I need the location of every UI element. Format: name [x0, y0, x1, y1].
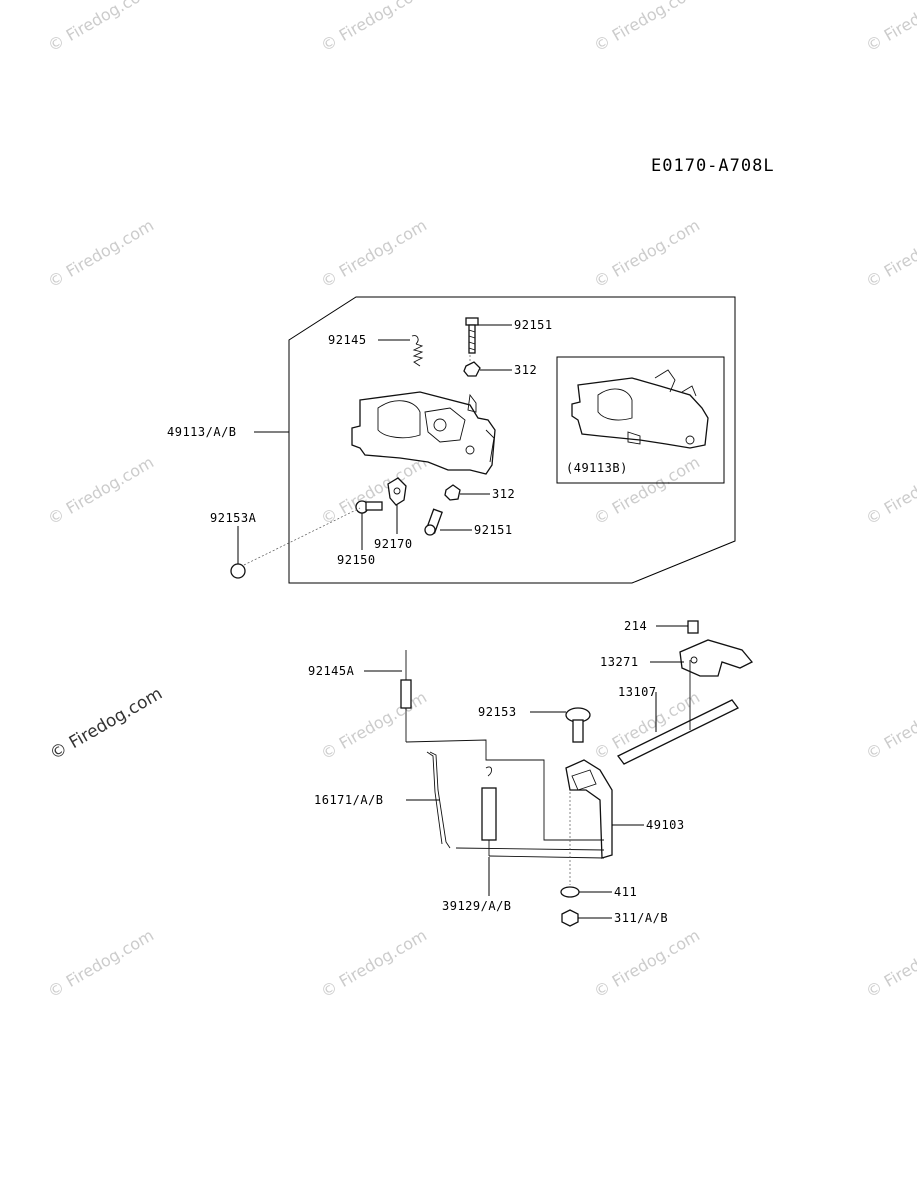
shaft-13107 [617, 660, 739, 765]
bolt-92150 [355, 500, 383, 514]
watermark: © Firedog.com [318, 0, 431, 55]
watermark: © Firedog.com [45, 216, 158, 292]
spring-39129 [455, 766, 605, 859]
watermark: © Firedog.com [45, 926, 158, 1002]
nut-312-bottom [444, 484, 461, 501]
watermark: © Firedog.com [318, 453, 431, 529]
upper-assembly-outline [288, 296, 736, 584]
control-plate [351, 391, 496, 475]
diagram-code: E0170-A708L [651, 156, 775, 176]
part-label-312-top: 312 [514, 363, 537, 377]
washer-411 [560, 886, 580, 898]
watermark: © Firedog.com [591, 216, 704, 292]
watermark: © Firedog.com [318, 216, 431, 292]
part-label-49113: 49113/A/B [167, 425, 237, 439]
watermark: © Firedog.com [318, 688, 431, 764]
screw-214 [687, 620, 699, 634]
watermark: © Firedog.com [45, 0, 158, 55]
part-label-214: 214 [624, 619, 647, 633]
lever-49103 [565, 759, 613, 859]
bracket-13271 [679, 639, 754, 677]
screw-92151-bottom [424, 508, 443, 536]
watermark: © Firedog.com [318, 926, 431, 1002]
watermark: © Firedog.com [863, 926, 917, 1002]
watermark-dark: © Firedog.com [47, 684, 166, 765]
bolt-92153a [230, 507, 361, 579]
watermark: © Firedog.com [863, 216, 917, 292]
watermark-layer: © Firedog.com © Firedog.com © Firedog.co… [45, 0, 917, 1001]
part-label-49103: 49103 [646, 818, 685, 832]
part-label-311: 311/A/B [614, 911, 668, 925]
part-label-92150: 92150 [337, 553, 376, 567]
watermark: © Firedog.com [863, 0, 917, 55]
part-label-39129: 39129/A/B [442, 899, 512, 913]
leader-lines [237, 324, 688, 919]
nut-312-top [463, 361, 481, 377]
watermark: © Firedog.com [45, 453, 158, 529]
watermark: © Firedog.com [863, 688, 917, 764]
part-label-92170: 92170 [374, 537, 413, 551]
part-label-92145a: 92145A [308, 664, 355, 678]
part-labels: 92145 92151 312 49113/A/B 312 92153A 921… [167, 318, 685, 925]
watermark: © Firedog.com [591, 926, 704, 1002]
inset-label: (49113B) [566, 461, 628, 475]
bolt-92153 [565, 707, 591, 743]
watermark: © Firedog.com [591, 0, 704, 55]
part-label-92151-top: 92151 [514, 318, 553, 332]
part-label-92153a: 92153A [210, 511, 257, 525]
part-label-411: 411 [614, 885, 637, 899]
spring-92145a [400, 650, 604, 841]
part-label-13271: 13271 [600, 655, 639, 669]
rod-16171 [426, 751, 451, 849]
watermark: © Firedog.com [863, 453, 917, 529]
screw-92151-top [465, 317, 479, 354]
inset-box [556, 356, 725, 484]
part-label-92153: 92153 [478, 705, 517, 719]
spring-92145 [411, 335, 424, 367]
part-label-92151-bottom: 92151 [474, 523, 513, 537]
part-label-312-bottom: 312 [492, 487, 515, 501]
part-label-16171: 16171/A/B [314, 793, 384, 807]
inset-plate [571, 369, 709, 449]
part-label-13107: 13107 [618, 685, 657, 699]
link-92170 [387, 477, 407, 506]
nut-311 [561, 909, 579, 927]
part-label-92145: 92145 [328, 333, 367, 347]
